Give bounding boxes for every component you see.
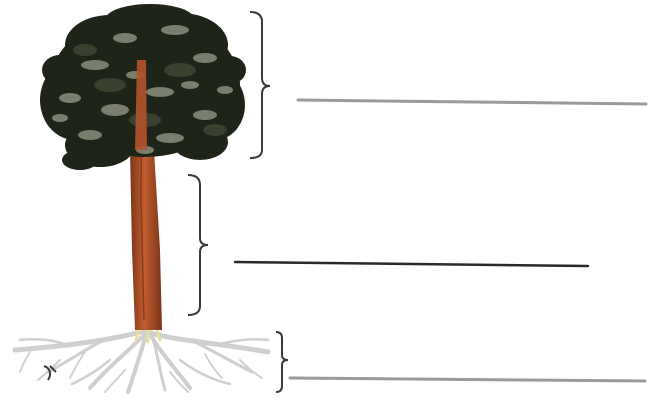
- crown-bracket: [250, 12, 270, 158]
- trunk-answer-line[interactable]: [235, 262, 588, 266]
- trunk-bracket: [188, 175, 208, 315]
- crown-trunk-visible: [135, 60, 147, 150]
- roots-answer-line[interactable]: [290, 378, 645, 381]
- roots-bracket: [276, 332, 288, 392]
- tree-roots: [15, 330, 268, 392]
- crown-answer-line[interactable]: [298, 100, 646, 104]
